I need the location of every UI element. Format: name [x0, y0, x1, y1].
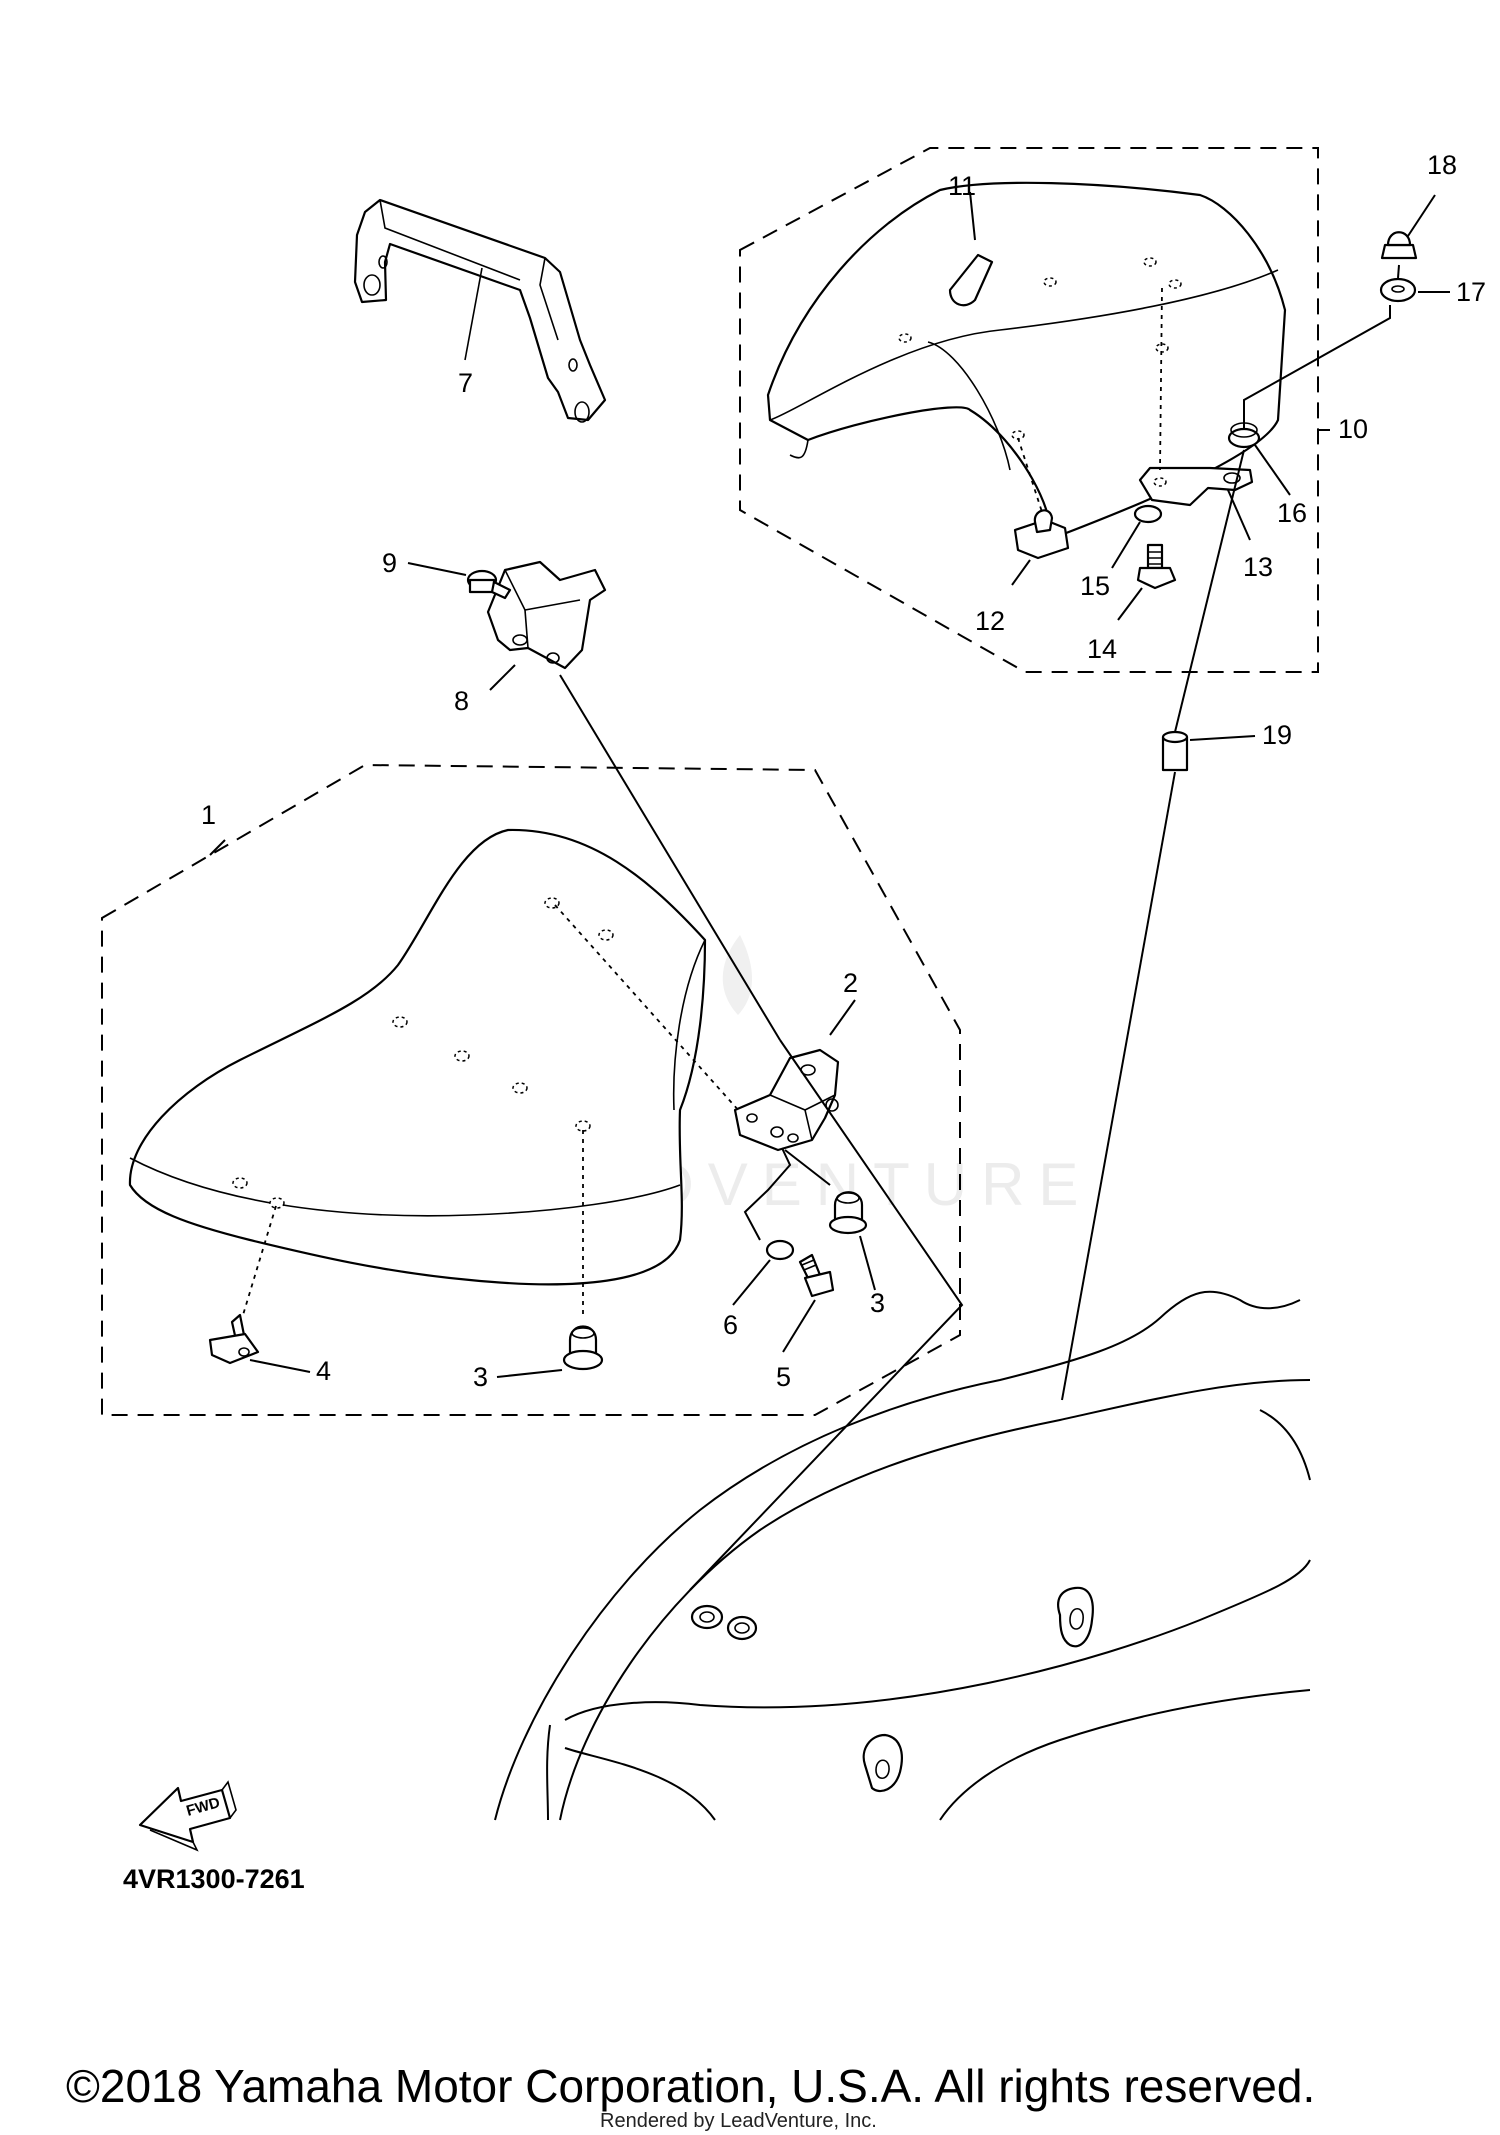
callout-9: 9 [382, 548, 397, 578]
washer-17 [1379, 277, 1417, 303]
pin-4 [208, 1313, 260, 1365]
collar-19 [1161, 730, 1189, 772]
callout-2: 2 [843, 968, 858, 998]
callout-3b: 3 [473, 1362, 488, 1392]
callout-7: 7 [458, 368, 473, 398]
callout-labels: 1 2 3 3 4 5 6 7 8 9 10 11 12 13 14 15 16… [201, 150, 1486, 1392]
callout-5: 5 [776, 1362, 791, 1392]
callout-13: 13 [1243, 552, 1273, 582]
copyright-notice: ©2018 Yamaha Motor Corporation, U.S.A. A… [66, 2060, 1315, 2112]
bracket-2 [733, 1048, 840, 1152]
callout-8: 8 [454, 686, 469, 716]
callout-14: 14 [1087, 634, 1117, 664]
collar-16 [1227, 422, 1261, 449]
bracket-13 [1138, 466, 1254, 507]
backrest-pad [766, 181, 1287, 542]
callout-10: 10 [1338, 414, 1368, 444]
nut-3-right [828, 1191, 868, 1235]
nut-3-left [562, 1325, 604, 1371]
bolt-14 [1136, 543, 1177, 590]
callout-12: 12 [975, 606, 1005, 636]
spacer-12 [1013, 509, 1070, 560]
callout-19: 19 [1262, 720, 1292, 750]
seat-group-box [101, 763, 961, 1416]
bracket-8 [486, 560, 607, 670]
main-seat [128, 828, 707, 1286]
callout-16: 16 [1277, 498, 1307, 528]
callout-6: 6 [723, 1310, 738, 1340]
grab-bar [353, 198, 607, 423]
fwd-arrow-icon: FWD [138, 1780, 237, 1852]
callout-17: 17 [1456, 277, 1486, 307]
washer-15 [1133, 504, 1163, 524]
backrest-group-box [739, 147, 1319, 673]
cap-nut-18 [1380, 231, 1418, 260]
callout-11: 11 [948, 171, 976, 201]
callout-4: 4 [316, 1356, 331, 1386]
diagram-code: 4VR1300-7261 [123, 1864, 305, 1894]
callout-15: 15 [1080, 571, 1110, 601]
callout-18: 18 [1427, 150, 1457, 180]
bolt-5 [798, 1253, 835, 1298]
frame-outline [494, 1290, 1311, 1821]
washer-6 [765, 1239, 795, 1261]
rendered-by-note: Rendered by LeadVenture, Inc. [600, 2110, 877, 2132]
bolt-9 [466, 569, 512, 600]
callout-1: 1 [201, 800, 216, 830]
callout-3a: 3 [870, 1288, 885, 1318]
